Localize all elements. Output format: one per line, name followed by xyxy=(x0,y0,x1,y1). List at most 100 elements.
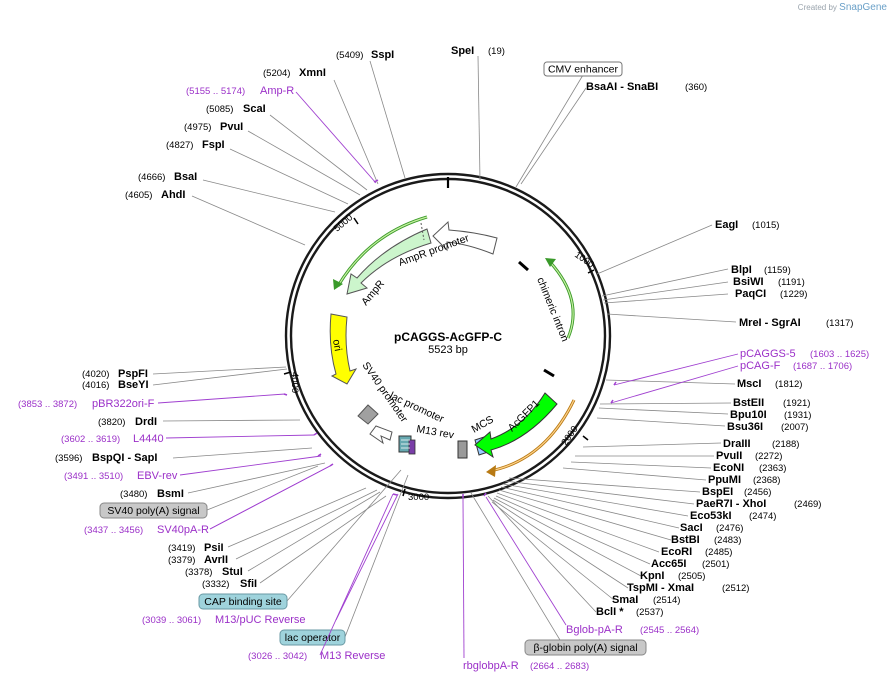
primer-sv40pa-r[interactable]: SV40pA-R xyxy=(157,524,209,536)
site-bsu36i[interactable]: Bsu36I xyxy=(727,421,763,433)
beta-globin-box[interactable] xyxy=(524,639,647,656)
primer-pcag-f[interactable]: pCAG-F xyxy=(740,360,781,372)
lead-stui xyxy=(247,491,381,572)
primer-pos-bglob-pa-r: (2545 .. 2564) xyxy=(640,625,699,636)
pos-acc65i: (2501) xyxy=(702,559,729,570)
site-avrii[interactable]: AvrII xyxy=(204,554,228,566)
left-site-labels: (4020) PspFI (4016) BseYI (3853 .. 3872)… xyxy=(18,368,589,672)
site-econi[interactable]: EcoNI xyxy=(713,462,744,474)
sv40-promoter-block[interactable] xyxy=(357,404,379,425)
pos-econi: (2363) xyxy=(759,463,786,474)
tick-label-2000: 2000 xyxy=(559,424,580,448)
ori-arrow[interactable] xyxy=(329,313,358,385)
site-stui[interactable]: StuI xyxy=(222,566,243,578)
primer-l4440[interactable]: L4440 xyxy=(133,433,164,445)
primer-rbglobpa-r[interactable]: rbglobpA-R xyxy=(463,660,519,672)
site-xmni[interactable]: XmnI xyxy=(299,67,326,79)
primer-ebv-rev[interactable]: EBV-rev xyxy=(137,470,178,482)
pos-bsai: (4666) xyxy=(138,172,165,183)
site-sspi[interactable]: SspI xyxy=(371,49,394,61)
site-blpi[interactable]: BlpI xyxy=(731,264,752,276)
pos-pvui: (4975) xyxy=(184,122,211,133)
site-ppumi[interactable]: PpuMI xyxy=(708,474,741,486)
site-psii[interactable]: PsiI xyxy=(204,542,224,554)
site-msci[interactable]: MscI xyxy=(737,378,761,390)
site-sfii[interactable]: SfiI xyxy=(240,578,257,590)
site-smai[interactable]: SmaI xyxy=(612,594,638,606)
mark-m13 xyxy=(392,493,398,496)
intron-orf-highlight xyxy=(549,261,574,339)
lead-sfii xyxy=(259,495,387,584)
lac-promoter-arrow[interactable] xyxy=(369,425,393,445)
site-eco53ki[interactable]: Eco53kI xyxy=(690,510,732,522)
cap-binding-box[interactable] xyxy=(198,593,288,610)
site-bspqi[interactable]: BspQI - SapI xyxy=(92,452,157,464)
primer-pcaggs-5[interactable]: pCAGGS-5 xyxy=(740,348,796,360)
acgfp1-arrow[interactable] xyxy=(474,392,558,459)
site-bseyi[interactable]: BseYI xyxy=(118,379,149,391)
brand-name: SnapGene xyxy=(839,2,887,13)
primer-pos-rbglobpa-r: (2664 .. 2683) xyxy=(530,661,589,672)
site-pvui[interactable]: PvuI xyxy=(220,121,243,133)
backbone-outer xyxy=(284,172,612,500)
pos-ahdi: (4605) xyxy=(125,190,152,201)
pos-bsaai: (360) xyxy=(685,82,707,93)
tick-1000 xyxy=(587,269,595,274)
site-eagi[interactable]: EagI xyxy=(715,219,738,231)
ampr-orf-head xyxy=(333,279,343,290)
pos-bseyi: (4016) xyxy=(82,380,109,391)
site-paer7i[interactable]: PaeR7I - XhoI xyxy=(696,498,766,510)
primer-bglob-pa-r[interactable]: Bglob-pA-R xyxy=(566,624,623,636)
m13-rev-block[interactable] xyxy=(408,439,416,455)
ampr-arrow[interactable] xyxy=(346,228,432,295)
site-draiii[interactable]: DraIII xyxy=(723,438,751,450)
site-spei[interactable]: SpeI xyxy=(451,45,474,57)
beta-globin-polya-block[interactable] xyxy=(457,440,468,459)
intron-end-mark xyxy=(543,368,555,378)
mark-sv40pa-r xyxy=(329,463,334,467)
primer-m13-reverse[interactable]: M13 Reverse xyxy=(320,650,385,662)
lead-amp-r xyxy=(295,91,377,184)
pos-bsiwi: (1191) xyxy=(778,277,805,288)
sv40-polya-box[interactable] xyxy=(99,502,208,519)
lac-operator-box[interactable] xyxy=(279,629,346,646)
intron-start-mark xyxy=(518,260,529,272)
primer-amp-r[interactable]: Amp-R xyxy=(260,85,294,97)
site-pvuii[interactable]: PvuII xyxy=(716,450,742,462)
label-mcs: MCS xyxy=(470,414,496,436)
lead-bpu10i xyxy=(598,407,729,415)
pos-bspqi: (3596) xyxy=(55,453,82,464)
site-bsiwi[interactable]: BsiWI xyxy=(733,276,764,288)
site-bsai[interactable]: BsaI xyxy=(174,171,197,183)
site-bspei[interactable]: BspEI xyxy=(702,486,733,498)
site-ahdi[interactable]: AhdI xyxy=(161,189,185,201)
site-bcli[interactable]: BclI * xyxy=(596,606,624,618)
lead-m13-reverse xyxy=(319,493,394,656)
site-bsmi[interactable]: BsmI xyxy=(157,488,184,500)
primer-m13-puc[interactable]: M13/pUC Reverse xyxy=(215,614,305,626)
lead-spei xyxy=(477,55,481,181)
site-drdi[interactable]: DrdI xyxy=(135,416,157,428)
site-ecori[interactable]: EcoRI xyxy=(661,546,692,558)
pos-draiii: (2188) xyxy=(772,439,799,450)
lead-fspi xyxy=(229,148,349,205)
site-paqci[interactable]: PaqCI xyxy=(735,288,766,300)
site-scai[interactable]: ScaI xyxy=(243,103,266,115)
amp-promoter-arrow[interactable] xyxy=(432,220,498,255)
tick-4000 xyxy=(283,371,292,375)
pos-msci: (1812) xyxy=(775,379,802,390)
site-bpu10i[interactable]: Bpu10I xyxy=(730,409,767,421)
site-fspi[interactable]: FspI xyxy=(202,139,225,151)
primer-pbr322ori-f[interactable]: pBR322ori-F xyxy=(92,398,155,410)
site-acc65i[interactable]: Acc65I xyxy=(651,558,686,570)
site-kpni[interactable]: KpnI xyxy=(640,570,664,582)
site-bstbi[interactable]: BstBI xyxy=(671,534,700,546)
site-bsaai[interactable]: BsaAI - SnaBI xyxy=(586,81,658,93)
site-saci[interactable]: SacI xyxy=(680,522,703,534)
site-pspfi[interactable]: PspFI xyxy=(118,368,148,380)
site-tspmi[interactable]: TspMI - XmaI xyxy=(627,582,694,594)
cmv-enhancer-box[interactable] xyxy=(543,61,623,77)
site-mrei[interactable]: MreI - SgrAI xyxy=(739,317,801,329)
pos-blpi: (1159) xyxy=(764,265,791,276)
site-bsteii[interactable]: BstEII xyxy=(733,397,764,409)
